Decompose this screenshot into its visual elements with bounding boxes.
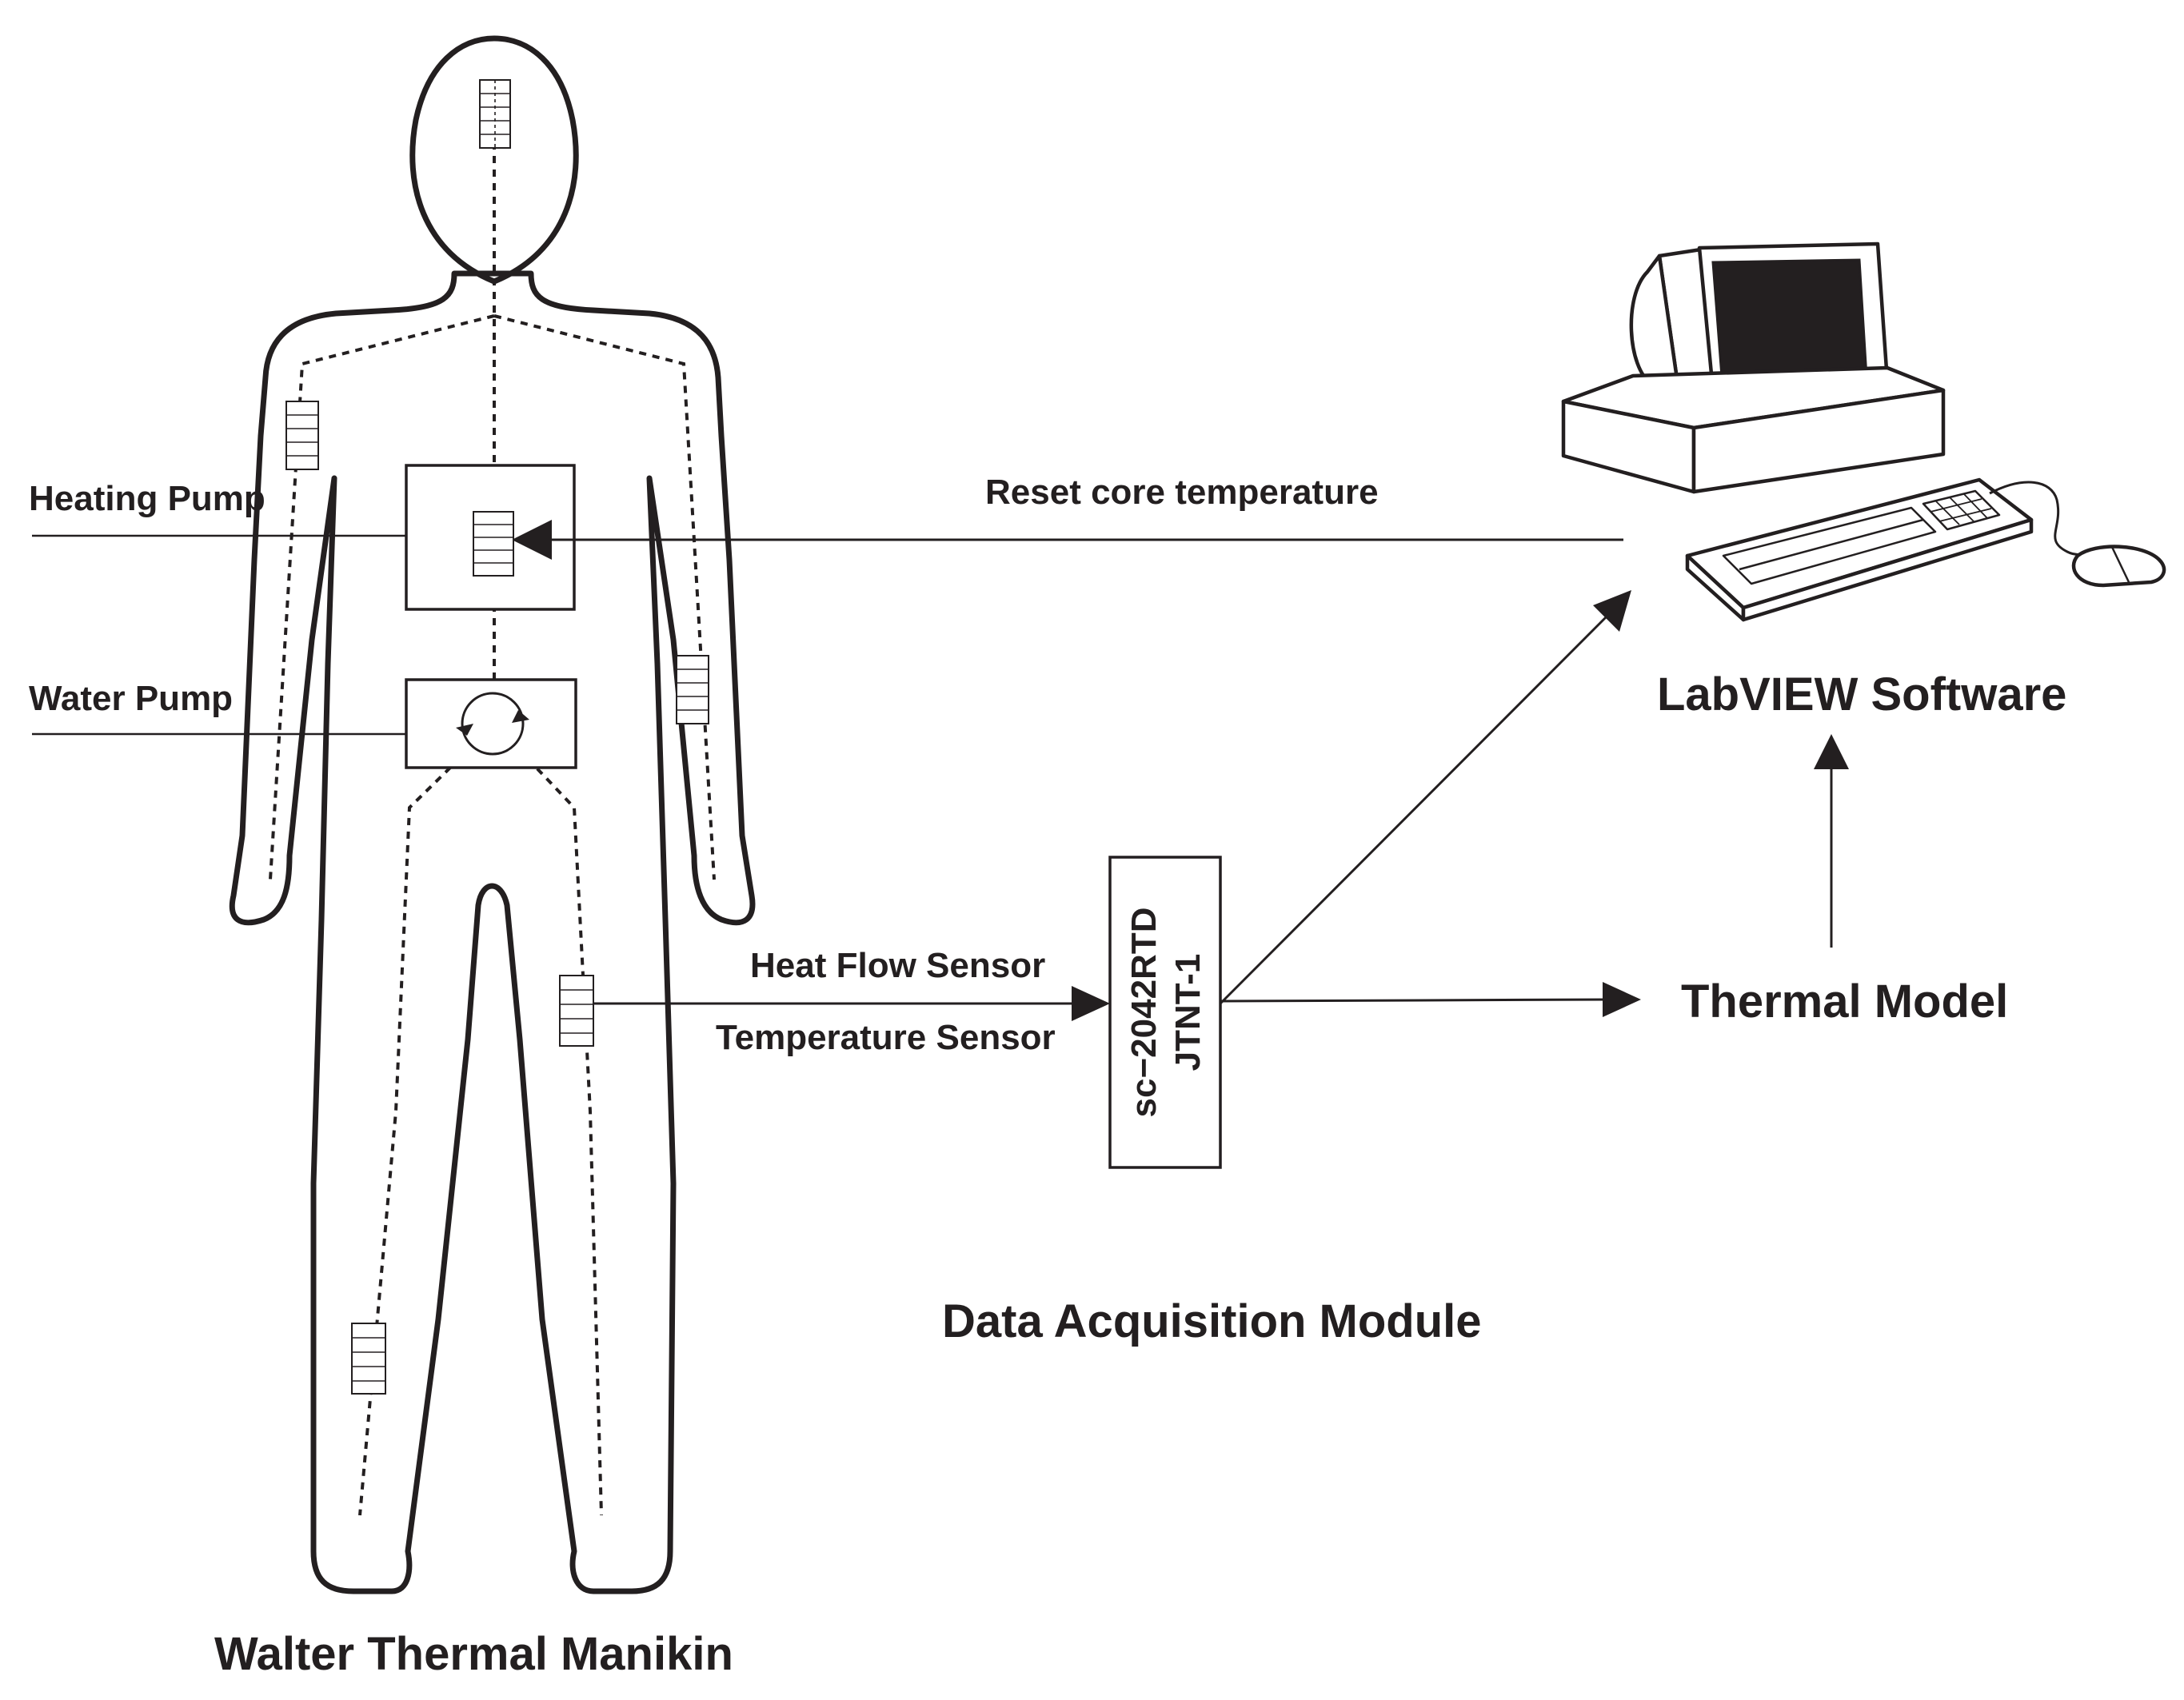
thermal-model-to-labview-arrow	[1814, 734, 1849, 948]
sensor-chest	[473, 511, 514, 577]
circulation-lines	[269, 88, 716, 1516]
sensor-upper-arm	[285, 401, 319, 470]
heating-pump-box	[32, 464, 1623, 611]
thermal-model-label: Thermal Model	[1681, 976, 2008, 1028]
daq-module-box: sc−2042RTD JTNT-1	[1108, 856, 1222, 1169]
mouse-icon	[1989, 481, 2166, 588]
sensor-forearm	[676, 655, 709, 724]
reset-core-temperature-label: Reset core temperature	[985, 473, 1379, 512]
pump-rotation-icon	[456, 692, 529, 756]
water-pump-label: Water Pump	[29, 679, 233, 718]
walter-thermal-manikin-label: Walter Thermal Manikin	[214, 1628, 733, 1680]
cpu-case	[1561, 365, 1946, 494]
water-pump-box	[32, 678, 577, 769]
daq-to-labview-arrow	[1219, 590, 1631, 1005]
temperature-sensor-label: Temperature Sensor	[716, 1018, 1056, 1057]
daq-model-line1: sc−2042RTD	[1124, 908, 1164, 1118]
computer-icon	[1561, 241, 2166, 622]
labview-software-label: LabVIEW Software	[1657, 668, 2066, 720]
sensor-thigh	[559, 975, 594, 1047]
data-acquisition-module-label: Data Acquisition Module	[942, 1295, 1482, 1347]
daq-to-thermal-model-arrow	[1220, 982, 1641, 1017]
manikin-body-outline	[229, 35, 756, 1594]
heat-flow-sensor-label: Heat Flow Sensor	[750, 946, 1045, 985]
heating-pump-label: Heating Pump	[29, 479, 266, 518]
sensor-calf	[351, 1323, 386, 1395]
keyboard-icon	[1685, 477, 2034, 622]
sensor-to-daq-arrow	[593, 986, 1110, 1021]
sensor-head	[479, 79, 511, 149]
daq-model-line2: JTNT-1	[1168, 954, 1208, 1071]
